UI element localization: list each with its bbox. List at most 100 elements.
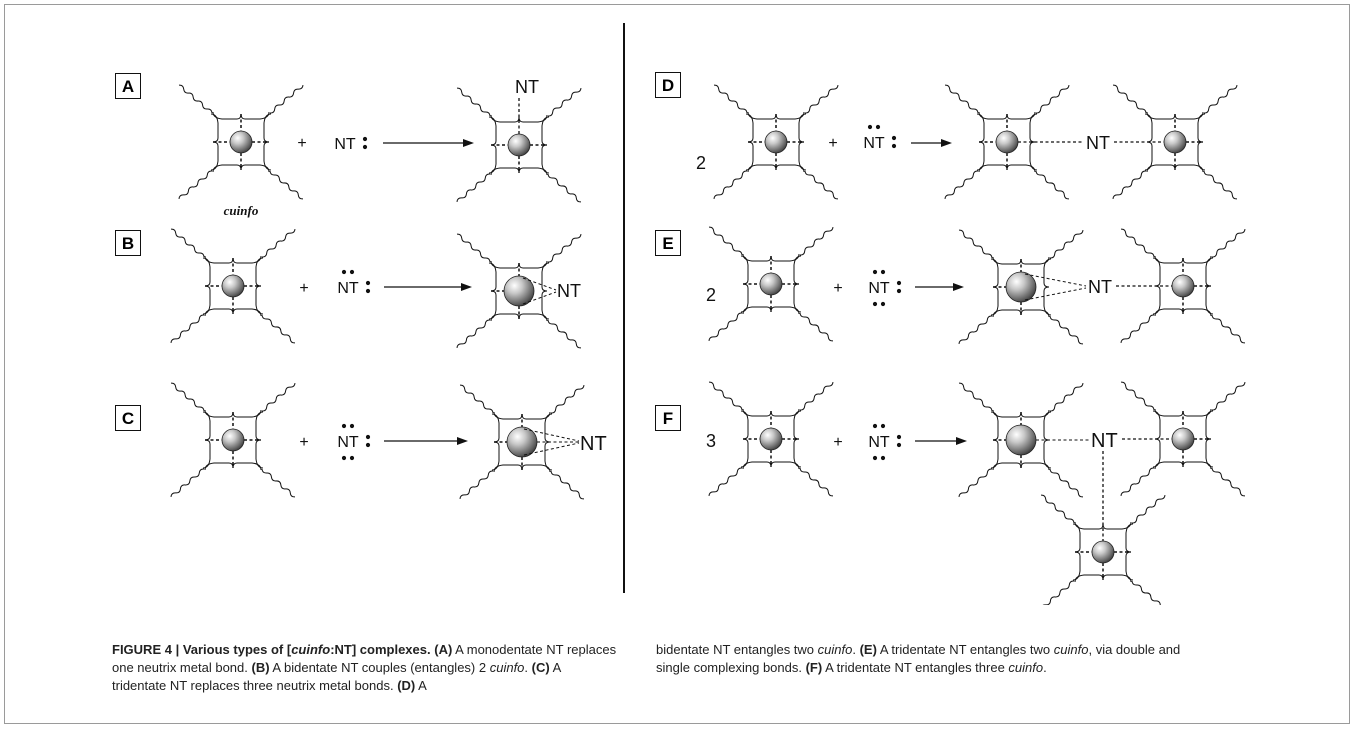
- lone-pair-dot: [365, 288, 371, 294]
- wavy-arm: [799, 312, 834, 342]
- wavy-arm: [456, 173, 491, 202]
- wavy-arm: [1042, 580, 1075, 605]
- nt-ligand: NT: [557, 281, 581, 301]
- wavy-arm: [1035, 170, 1070, 200]
- wavy-arm: [713, 84, 748, 114]
- lone-pair-dot: [880, 269, 886, 275]
- lone-pair-dot: [365, 434, 371, 440]
- caption-heading-prefix: FIGURE 4 | Various types of [: [112, 642, 292, 657]
- caption-b-italic: cuinfo: [489, 660, 525, 675]
- wavy-arm: [1211, 229, 1246, 258]
- metal-ball: [1163, 130, 1187, 154]
- wavy-arm: [708, 226, 743, 256]
- caption-heading-suffix: :NT] complexes.: [330, 642, 431, 657]
- lone-pair-dot: [896, 288, 902, 294]
- caption-d-tag: (D): [397, 678, 416, 693]
- arrow-head: [941, 139, 952, 147]
- wavy-arm: [459, 470, 494, 499]
- cuinfo-unit: [170, 382, 296, 498]
- wavy-arm: [1131, 580, 1161, 605]
- wavy-arm: [804, 85, 839, 114]
- complex-bond: [1024, 273, 1087, 287]
- metal-ball: [1005, 271, 1037, 303]
- wavy-arm: [261, 468, 296, 498]
- cuinfo-unit: [178, 84, 304, 200]
- panel-label-a: A: [115, 73, 141, 99]
- nt-reagent: NT: [337, 280, 359, 297]
- metal-ball: [503, 275, 535, 307]
- wavy-arm: [269, 85, 304, 114]
- caption-c-text: A tridentate NT replaces three neutrix m…: [112, 660, 561, 693]
- metal-ball: [1091, 540, 1115, 564]
- nt-ligand: NT: [1086, 133, 1110, 153]
- wavy-arm: [1203, 170, 1238, 200]
- wavy-arm: [958, 382, 993, 412]
- wavy-arm: [1040, 494, 1075, 524]
- wavy-arm: [456, 233, 491, 263]
- wavy-arm: [708, 381, 743, 411]
- metal-ball: [221, 274, 245, 298]
- wavy-arm: [459, 384, 494, 414]
- metal-ball: [1005, 424, 1037, 456]
- wavy-arm: [261, 314, 296, 344]
- nt-reagent: NT: [337, 434, 359, 451]
- wavy-arm: [708, 312, 743, 341]
- wavy-arm: [958, 315, 993, 344]
- lone-pair-dot: [880, 301, 886, 307]
- metal-ball: [759, 427, 783, 451]
- lone-pair-dot: [872, 269, 878, 275]
- wavy-arm: [550, 385, 585, 414]
- wavy-arm: [1112, 170, 1147, 199]
- wavy-arm: [178, 84, 213, 114]
- caption-a-text: A monodentate NT replaces one neutrix me…: [112, 642, 617, 675]
- arrow-head: [956, 437, 967, 445]
- caption-f-end: .: [1043, 660, 1047, 675]
- caption-e-text2: , via double and single complexing bonds…: [656, 642, 1181, 675]
- lone-pair-dot: [349, 423, 355, 429]
- wavy-arm: [170, 382, 205, 412]
- plus-sign: +: [299, 280, 308, 297]
- caption-b-tag: (B): [251, 660, 270, 675]
- wavy-arm: [1211, 467, 1246, 497]
- nt-ligand: NT: [515, 77, 539, 97]
- nt-ligand: NT: [580, 433, 607, 455]
- lone-pair-dot: [872, 301, 878, 307]
- coefficient: 3: [706, 431, 716, 451]
- metal-ball: [1171, 274, 1195, 298]
- nt-ligand: NT: [1091, 430, 1118, 452]
- lone-pair-dot: [891, 143, 897, 149]
- panel-label-e: E: [655, 230, 681, 256]
- panel-label-b: B: [115, 230, 141, 256]
- metal-ball: [221, 428, 245, 452]
- wavy-arm: [1120, 314, 1155, 343]
- panel-label-f: F: [655, 405, 681, 431]
- metal-ball: [764, 130, 788, 154]
- wavy-arm: [456, 87, 491, 117]
- wavy-arm: [1203, 85, 1238, 114]
- wavy-arm: [170, 468, 205, 497]
- lone-pair-dot: [872, 423, 878, 429]
- wavy-arm: [547, 173, 582, 203]
- cuinfo-unit: [456, 233, 582, 349]
- plus-sign: +: [299, 434, 308, 451]
- lone-pair-dot: [872, 455, 878, 461]
- caption-d-end: .: [852, 642, 860, 657]
- metal-ball: [506, 426, 538, 458]
- metal-ball: [229, 130, 253, 154]
- lone-pair-dot: [896, 434, 902, 440]
- lone-pair-dot: [875, 124, 881, 130]
- lone-pair-dot: [349, 269, 355, 275]
- nt-reagent: NT: [334, 136, 356, 153]
- nt-reagent: NT: [868, 280, 890, 297]
- lone-pair-dot: [341, 269, 347, 275]
- cuinfo-unit: [708, 381, 834, 497]
- cuinfo-unit: [456, 87, 582, 203]
- plus-sign: +: [828, 135, 837, 152]
- wavy-arm: [958, 229, 993, 259]
- nt-ligand: NT: [1088, 277, 1112, 297]
- cuinfo-unit: [459, 384, 585, 500]
- wavy-arm: [1049, 315, 1084, 345]
- wavy-arm: [944, 170, 979, 199]
- wavy-arm: [958, 468, 993, 497]
- wavy-arm: [269, 170, 304, 200]
